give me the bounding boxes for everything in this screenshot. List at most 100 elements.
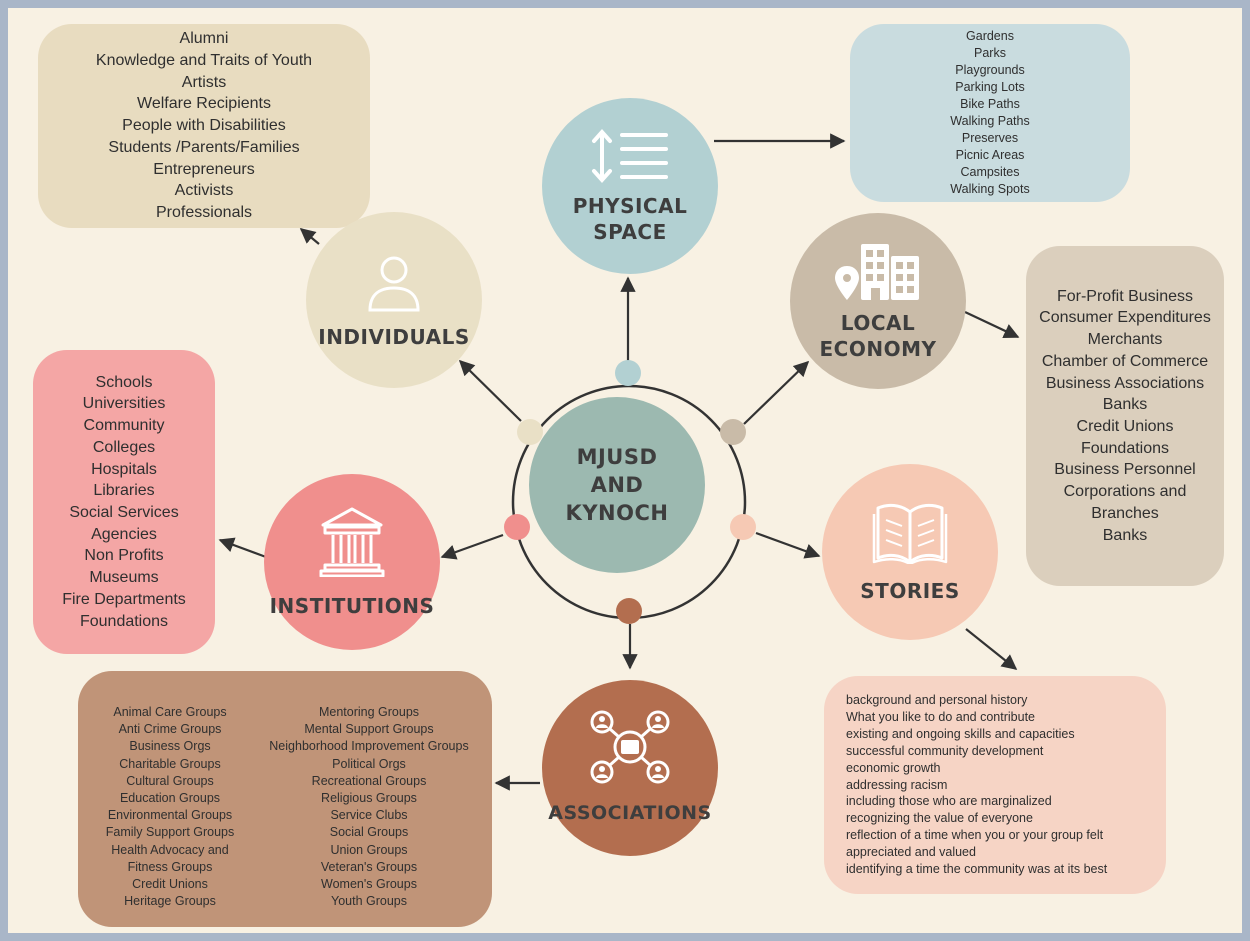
arrow-stories-list: [965, 628, 1018, 670]
list-item: Merchants: [1087, 331, 1163, 349]
list-item: Walking Paths: [950, 114, 1030, 128]
list-item: Consumer Expenditures: [1039, 309, 1211, 327]
center-node: MJUSD AND KYNOCH: [529, 397, 705, 573]
list-item: Women's Groups: [321, 877, 417, 892]
list-item: Cultural Groups: [126, 773, 214, 788]
list-item: Universities: [82, 395, 166, 413]
associations-label: ASSOCIATIONS: [548, 802, 712, 824]
list-item: Family Support Groups: [105, 825, 235, 840]
individuals-node: INDIVIDUALS: [306, 212, 482, 388]
list-item: addressing racism: [846, 777, 948, 792]
list-item: appreciated and valued: [846, 845, 976, 860]
vertical-resize-list-icon: [592, 128, 668, 184]
list-item: Animal Care Groups: [113, 705, 227, 719]
list-item: Walking Spots: [950, 182, 1030, 197]
physical-space-node: PHYSICAL SPACE: [542, 98, 718, 274]
group-network-icon: [590, 710, 670, 784]
list-item: Alumni: [179, 29, 229, 47]
associations-node: ASSOCIATIONS: [542, 680, 718, 856]
dot-stories: [730, 514, 756, 540]
list-item: economic growth: [846, 760, 941, 775]
list-item: For-Profit Business: [1056, 287, 1194, 305]
dot-individuals: [517, 419, 543, 445]
arrow-individuals-list: [299, 228, 320, 245]
list-item: Foundations: [79, 612, 169, 630]
list-item: Agencies: [91, 525, 157, 543]
list-item: Welfare Recipients: [137, 95, 271, 113]
arrow-local-economy-list: [964, 311, 1020, 339]
list-item: Mental Support Groups: [304, 722, 434, 737]
list-item: Foundations: [1080, 439, 1170, 457]
list-item: background and personal history: [846, 693, 1028, 708]
list-item: Picnic Areas: [955, 148, 1025, 163]
arrow-to-institutions: [440, 533, 504, 560]
list-item: Credit Unions: [132, 877, 208, 892]
list-item: including those who are marginalized: [846, 794, 1052, 809]
list-item: Health Advocacy and: [111, 842, 229, 857]
list-item: Branches: [1091, 504, 1159, 522]
institutions-label: INSTITUTIONS: [269, 594, 435, 618]
list-item: identifying a time the community was at …: [846, 862, 1108, 877]
list-item: Mentoring Groups: [318, 705, 420, 719]
list-item: Chamber of Commerce: [1041, 352, 1209, 370]
person-icon: [368, 256, 420, 312]
list-item: Social Services: [69, 504, 179, 521]
list-item: Anti Crime Groups: [118, 722, 222, 737]
list-item: Heritage Groups: [124, 894, 216, 909]
list-item: Parking Lots: [955, 79, 1025, 94]
list-item: Fire Departments: [62, 590, 186, 608]
list-item: Activists: [174, 182, 234, 200]
list-item: Veteran's Groups: [320, 859, 418, 874]
list-item: successful community development: [846, 743, 1044, 758]
list-item: Banks: [1102, 396, 1148, 414]
list-item: Hospitals: [91, 460, 157, 478]
list-item: Service Clubs: [330, 808, 408, 823]
list-item: Political Orgs: [332, 756, 406, 771]
list-item: Professionals: [155, 204, 253, 222]
list-item: Students /Parents/Families: [108, 138, 300, 156]
list-item: Business Personnel: [1054, 461, 1196, 479]
list-item: Campsites: [960, 165, 1020, 180]
list-item: Preserves: [961, 131, 1019, 146]
institutions-node: INSTITUTIONS: [264, 474, 440, 650]
individuals-label: INDIVIDUALS: [318, 325, 470, 349]
center-label: MJUSD AND KYNOCH: [565, 445, 669, 525]
list-item: Youth Groups: [331, 894, 407, 909]
list-item: Social Groups: [329, 825, 409, 840]
physical-space-label: PHYSICAL SPACE: [572, 194, 688, 244]
list-item: Education Groups: [119, 791, 221, 806]
arrow-to-individuals: [458, 359, 522, 422]
list-item: Credit Unions: [1076, 418, 1174, 435]
buildings-location-icon: [835, 244, 919, 300]
dot-physical-space: [615, 360, 641, 386]
list-item: Parks: [974, 45, 1006, 60]
list-item: Charitable Groups: [119, 756, 221, 771]
list-item: Knowledge and Traits of Youth: [95, 51, 313, 69]
list-item: recognizing the value of everyone: [846, 811, 1033, 826]
list-item: Schools: [95, 373, 153, 391]
list-item: Bike Paths: [960, 96, 1020, 111]
list-item: What you like to do and contribute: [846, 709, 1036, 724]
list-item: People with Disabilities: [122, 117, 286, 135]
list-item: Colleges: [92, 438, 156, 456]
list-item: Business Orgs: [129, 739, 211, 754]
list-item: Neighborhood Improvement Groups: [269, 739, 469, 754]
dot-local-economy: [720, 419, 746, 445]
list-item: Non Profits: [84, 547, 164, 565]
local-economy-node: LOCAL ECONOMY: [790, 213, 966, 389]
open-book-icon: [872, 503, 948, 564]
list-item: Union Groups: [330, 842, 408, 857]
list-item: Religious Groups: [321, 791, 417, 806]
